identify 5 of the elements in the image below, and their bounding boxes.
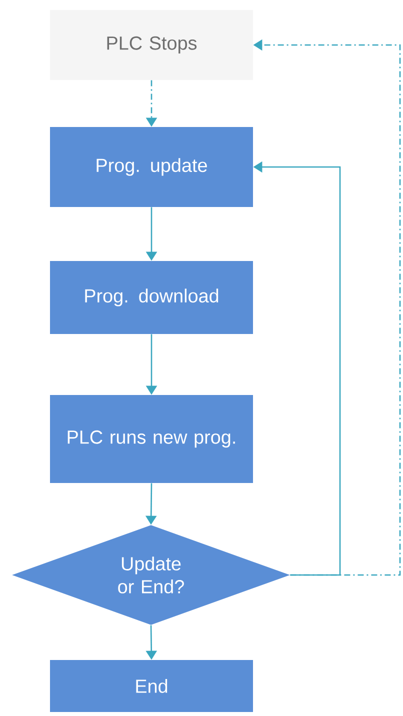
- process-box: Prog. download: [50, 261, 253, 334]
- start-box: PLC Stops: [50, 10, 253, 80]
- end-box: End: [50, 660, 253, 712]
- process-box: Prog. update: [50, 127, 253, 207]
- process-box: PLC runs new prog.: [50, 395, 253, 483]
